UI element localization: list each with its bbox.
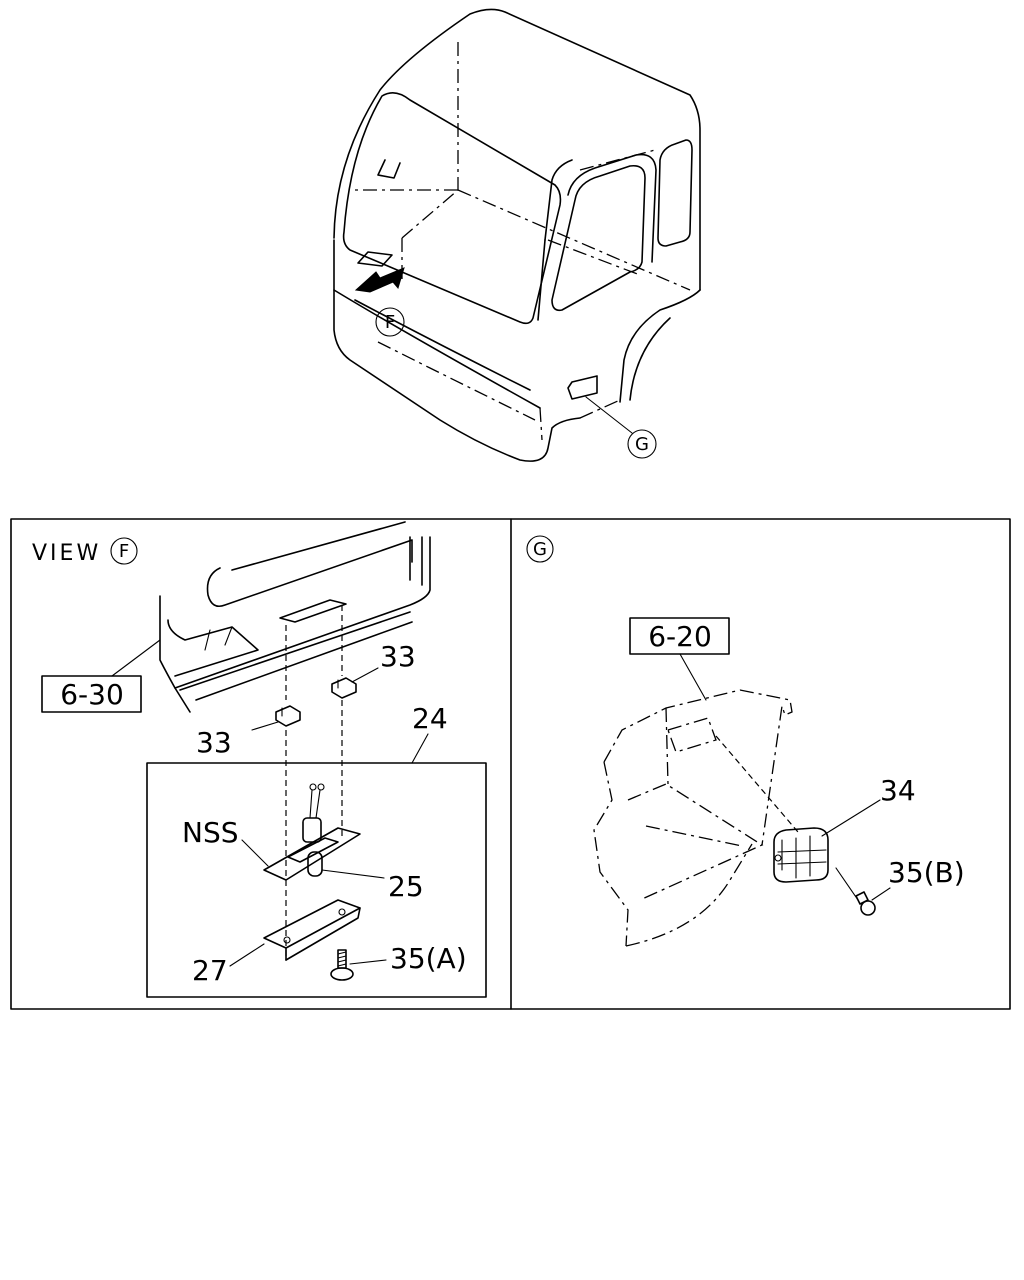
cab-marker-f: F <box>375 307 405 337</box>
clip-lower-label: 33 <box>196 726 232 759</box>
screw-b: 35(B) <box>835 856 965 916</box>
view-g-marker-text: G <box>533 539 547 560</box>
screw-b-label: 35(B) <box>888 856 965 889</box>
view-f-marker-circle <box>110 537 138 565</box>
clip-upper-label: 33 <box>380 640 416 673</box>
view-f-header-panel <box>159 521 431 713</box>
assembly-number: 24 <box>412 702 448 735</box>
view-f-panel: VIEW F 6-30 33 <box>32 521 487 998</box>
view-f-ref-box: 6-30 <box>41 639 161 713</box>
side-lamp: 34 <box>773 774 916 883</box>
cab-illustration <box>333 8 701 462</box>
bulb: 25 <box>307 851 424 903</box>
view-f-marker-text: F <box>119 541 129 562</box>
view-f-ref-text: 6-30 <box>60 678 124 711</box>
lamp-label: 34 <box>880 774 916 807</box>
cab-marker-g: G <box>627 429 657 459</box>
cab-marker-f-text: F <box>385 312 395 333</box>
view-g-panel: G 6-20 34 <box>526 535 965 947</box>
view-g-ref-text: 6-20 <box>648 620 712 653</box>
lens-label: 27 <box>192 954 228 987</box>
cab-marker-g-text: G <box>635 434 649 455</box>
bulb-label: 25 <box>388 870 424 903</box>
socket: NSS <box>182 783 361 881</box>
view-g-marker-circle <box>526 535 554 563</box>
clip-upper: 33 <box>331 640 416 699</box>
view-g-ref-box: 6-20 <box>629 617 730 701</box>
lens: 27 <box>192 899 361 987</box>
screw-a: 35(A) <box>330 942 467 981</box>
fender-panel <box>593 689 799 947</box>
screw-a-label: 35(A) <box>390 942 467 975</box>
socket-label: NSS <box>182 816 239 849</box>
assembly-box: 24 <box>146 702 487 998</box>
clip-lower: 33 <box>196 705 301 759</box>
view-f-title: VIEW <box>32 541 101 566</box>
